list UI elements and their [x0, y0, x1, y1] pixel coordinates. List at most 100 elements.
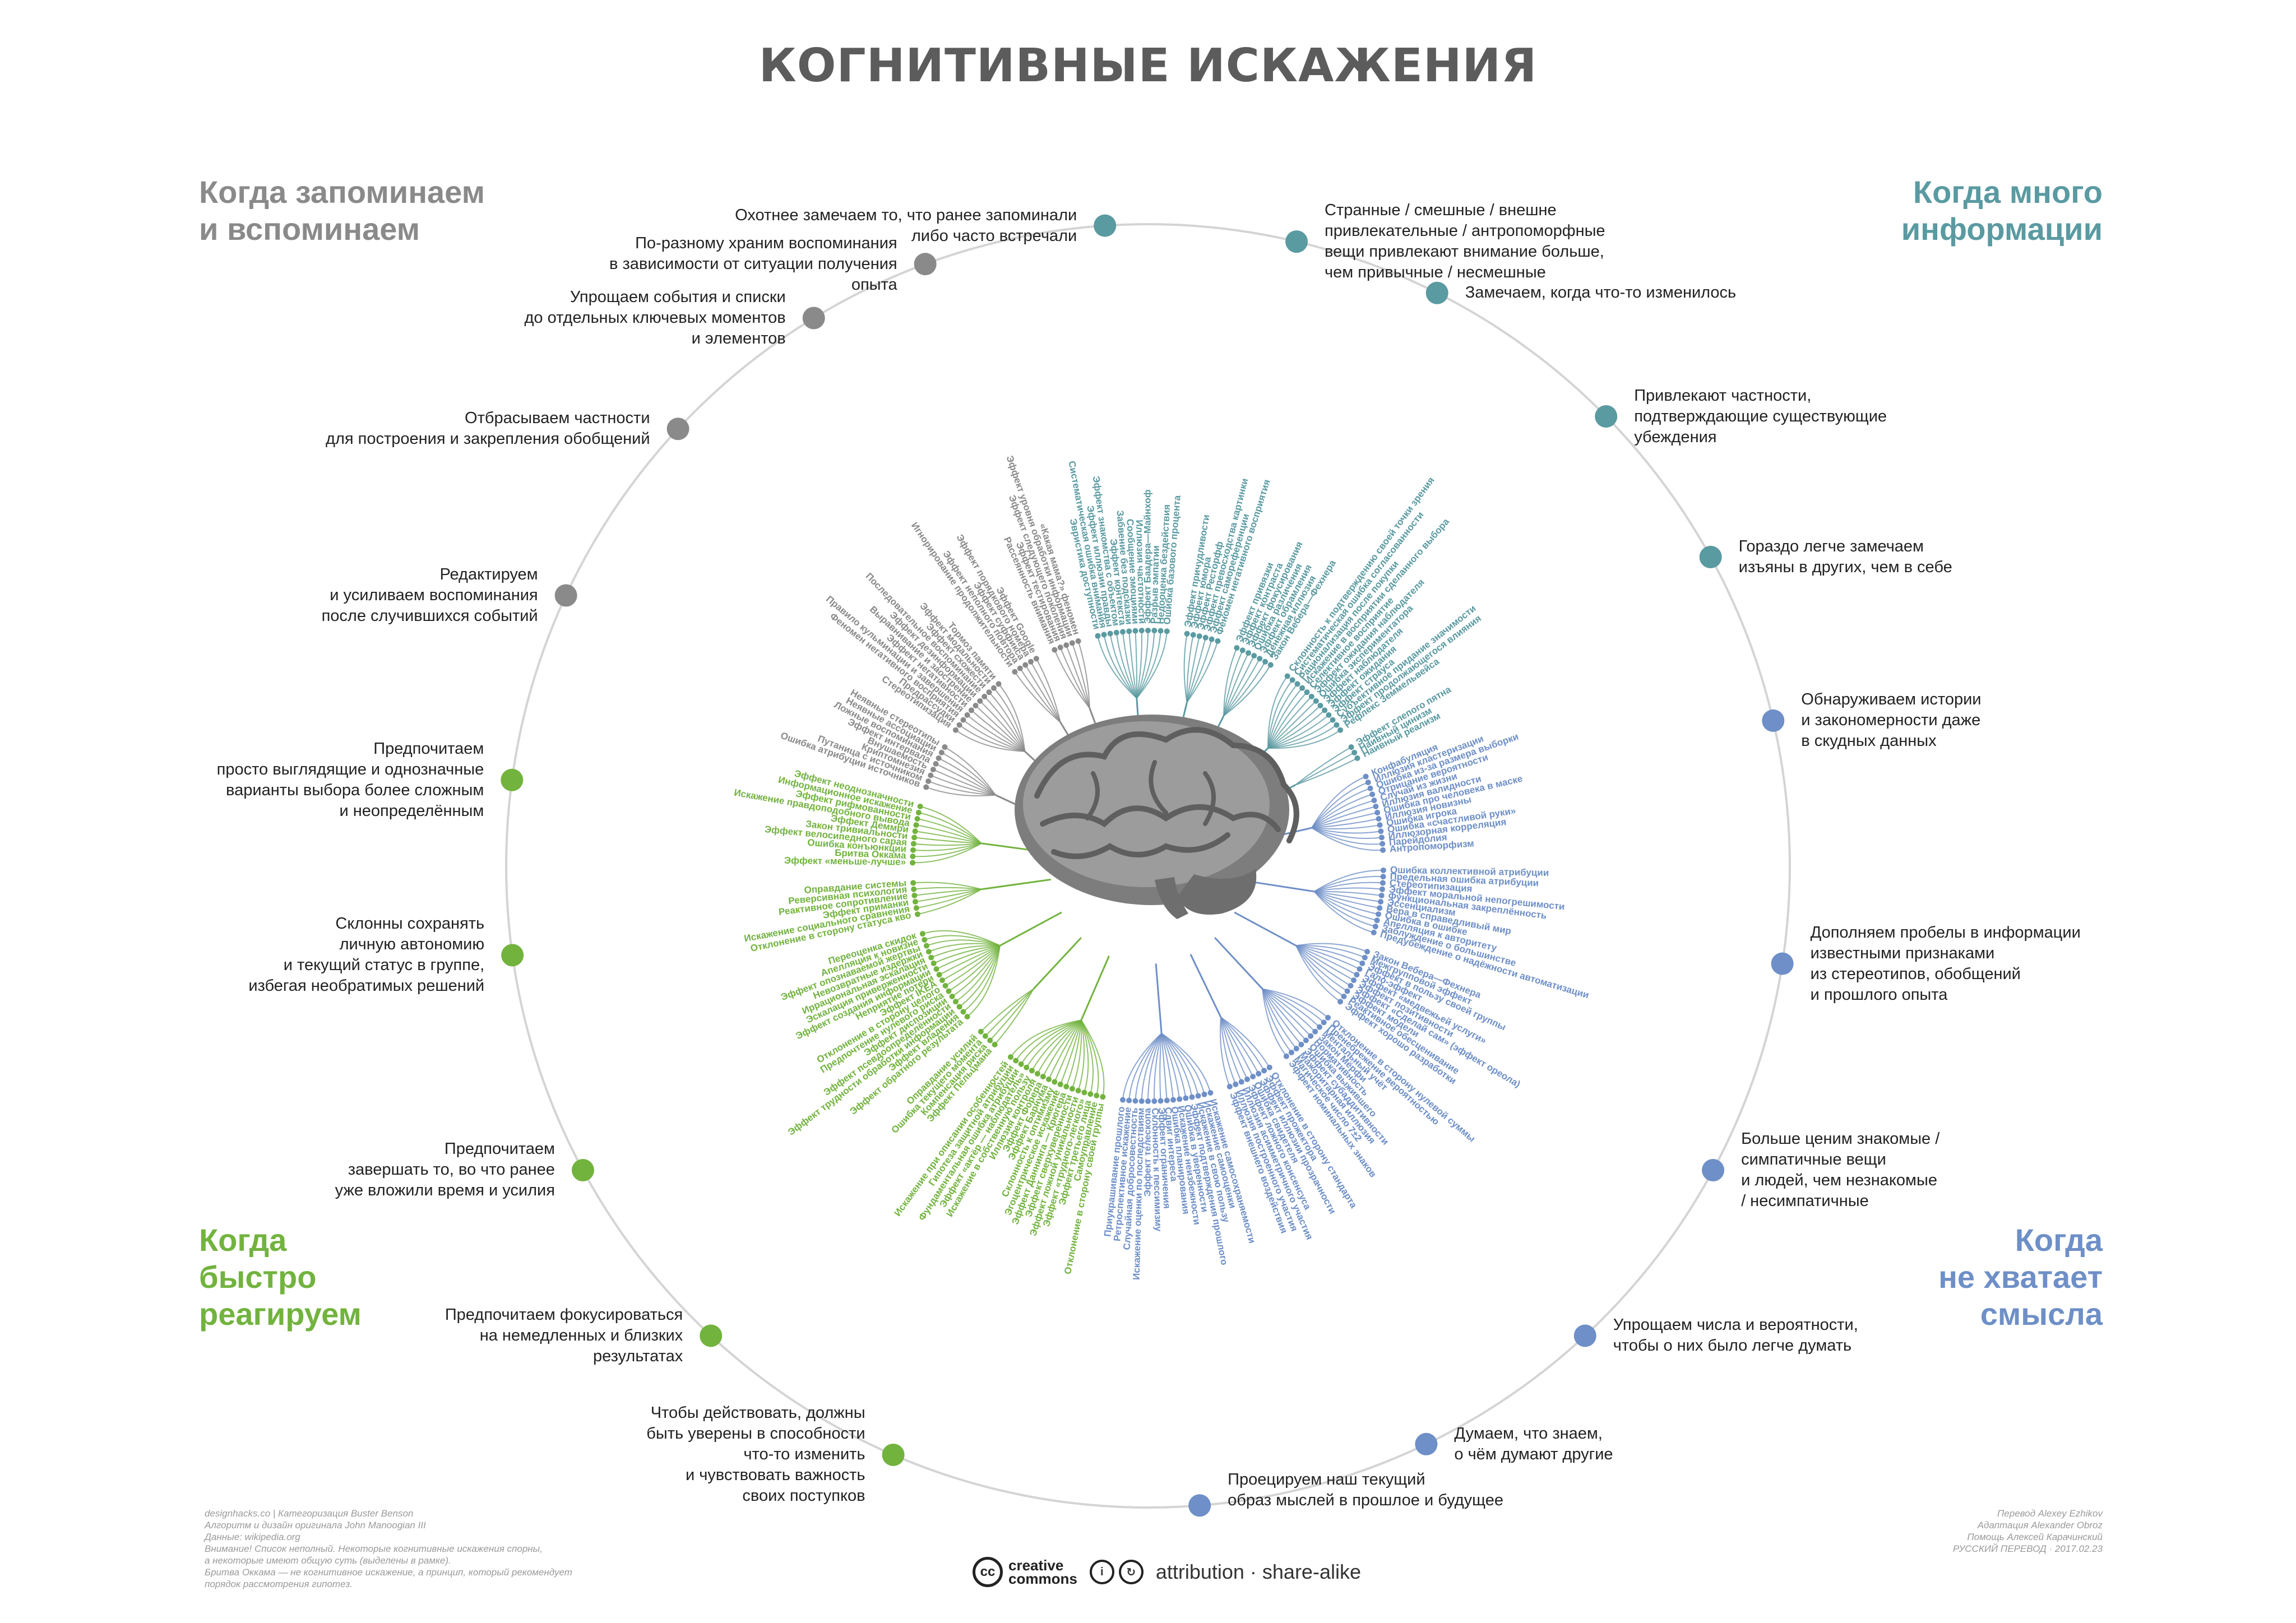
bias-dot	[1317, 1024, 1323, 1030]
bias-dot	[1330, 717, 1336, 723]
bias-dot	[1022, 662, 1029, 668]
branch-line	[955, 729, 1025, 752]
bias-dot	[1132, 1098, 1138, 1104]
branch-line	[1220, 1017, 1237, 1085]
branch-line	[1081, 1019, 1094, 1095]
bias-dot	[910, 860, 916, 866]
bias-dot	[1190, 632, 1196, 638]
bias-dot	[1376, 911, 1382, 917]
bias-dot	[1322, 707, 1328, 713]
branch-line	[975, 705, 1026, 752]
quadrant-label-meaning: Когда не хватает смысла	[1938, 1222, 2103, 1332]
cc-icon: cc	[973, 1557, 1003, 1587]
branch-line	[926, 939, 1001, 947]
category-dot	[802, 307, 825, 330]
bias-dot	[1303, 1037, 1309, 1044]
bias-dot	[917, 804, 923, 810]
bias-dot	[928, 954, 934, 961]
bias-dot	[1348, 744, 1354, 750]
bias-dot	[938, 749, 945, 755]
bias-dot	[913, 822, 919, 828]
branch-line	[955, 945, 1001, 1003]
bias-dot	[914, 815, 920, 822]
bias-dot	[1312, 1028, 1318, 1035]
branch-line	[1296, 945, 1363, 964]
branch-line	[915, 831, 982, 844]
branch-line	[1262, 989, 1292, 1053]
branch-trunk	[1033, 937, 1082, 990]
bias-dot	[910, 854, 916, 860]
bias-dot	[1321, 1019, 1327, 1026]
branch-line	[1296, 945, 1365, 958]
branch-line	[918, 812, 982, 844]
branch-line	[1314, 882, 1383, 892]
branch-line	[1311, 806, 1376, 829]
branch-line	[1311, 776, 1366, 828]
branch-line	[1311, 827, 1382, 840]
branch-line	[1147, 1033, 1163, 1102]
branch-trunk	[1214, 937, 1263, 990]
branch-line	[1010, 1019, 1082, 1058]
branch-line	[1313, 869, 1383, 892]
branch-line	[1262, 988, 1328, 1018]
bias-dot	[1378, 828, 1384, 834]
bias-label: Эффект телескопа	[1142, 1107, 1152, 1197]
branch-line	[1311, 812, 1378, 829]
bias-dot	[1029, 1068, 1035, 1074]
branch-line	[1220, 1017, 1260, 1074]
bias-dot	[925, 778, 932, 784]
bias-dot	[1239, 647, 1246, 653]
share-alike-icon: ↻	[1118, 1560, 1144, 1584]
branch-line	[1161, 1033, 1181, 1100]
bias-dot	[1289, 677, 1295, 683]
category-dot	[882, 1443, 905, 1466]
branch-line	[1311, 827, 1383, 845]
branch-trunk	[1155, 963, 1163, 1034]
bias-dot	[973, 702, 979, 708]
branch-line	[1314, 875, 1383, 892]
branch-line	[984, 696, 1026, 752]
bias-dot	[936, 972, 942, 978]
bias-dot	[996, 681, 1002, 687]
branch-line	[1262, 989, 1297, 1049]
bias-dot	[1012, 669, 1018, 675]
branch-line	[924, 935, 1001, 947]
branch-line	[1048, 1019, 1082, 1080]
bias-dot	[1233, 1081, 1239, 1087]
bias-dot	[1202, 634, 1209, 641]
bias-dot	[1362, 954, 1368, 961]
branch-line	[1262, 988, 1320, 1028]
bias-dot	[1195, 1093, 1201, 1099]
bias-dot	[930, 767, 936, 773]
bias-dot	[1033, 656, 1039, 662]
bias-dot	[1293, 1046, 1299, 1052]
bias-dot	[1373, 804, 1379, 810]
branch-line	[1313, 891, 1377, 921]
branch-line	[1159, 1033, 1163, 1101]
category-dot	[1425, 281, 1448, 304]
bias-dot	[1334, 722, 1340, 728]
branch-line	[1186, 634, 1194, 703]
category-label: Упрощаем числа и вероятности,чтобы о них…	[1613, 1316, 1858, 1355]
bias-dot	[952, 727, 959, 733]
bias-dot	[1378, 892, 1385, 898]
branch-line	[962, 719, 1025, 752]
category-dot	[1285, 230, 1308, 253]
branch-line	[1077, 641, 1090, 708]
bias-dot	[1094, 1092, 1100, 1098]
bias-dot	[1250, 1073, 1256, 1079]
bias-dot	[1158, 628, 1164, 634]
bias-dot	[1325, 1014, 1331, 1021]
bias-dot	[1119, 629, 1126, 635]
bias-dot	[1177, 1096, 1183, 1102]
bias-dot	[1207, 1089, 1214, 1096]
branch-line	[962, 945, 1001, 1013]
branch-line	[914, 888, 982, 896]
bias-dot	[1283, 1053, 1289, 1059]
license-block: cc creative commons i ↻ attribution · sh…	[973, 1547, 1399, 1597]
